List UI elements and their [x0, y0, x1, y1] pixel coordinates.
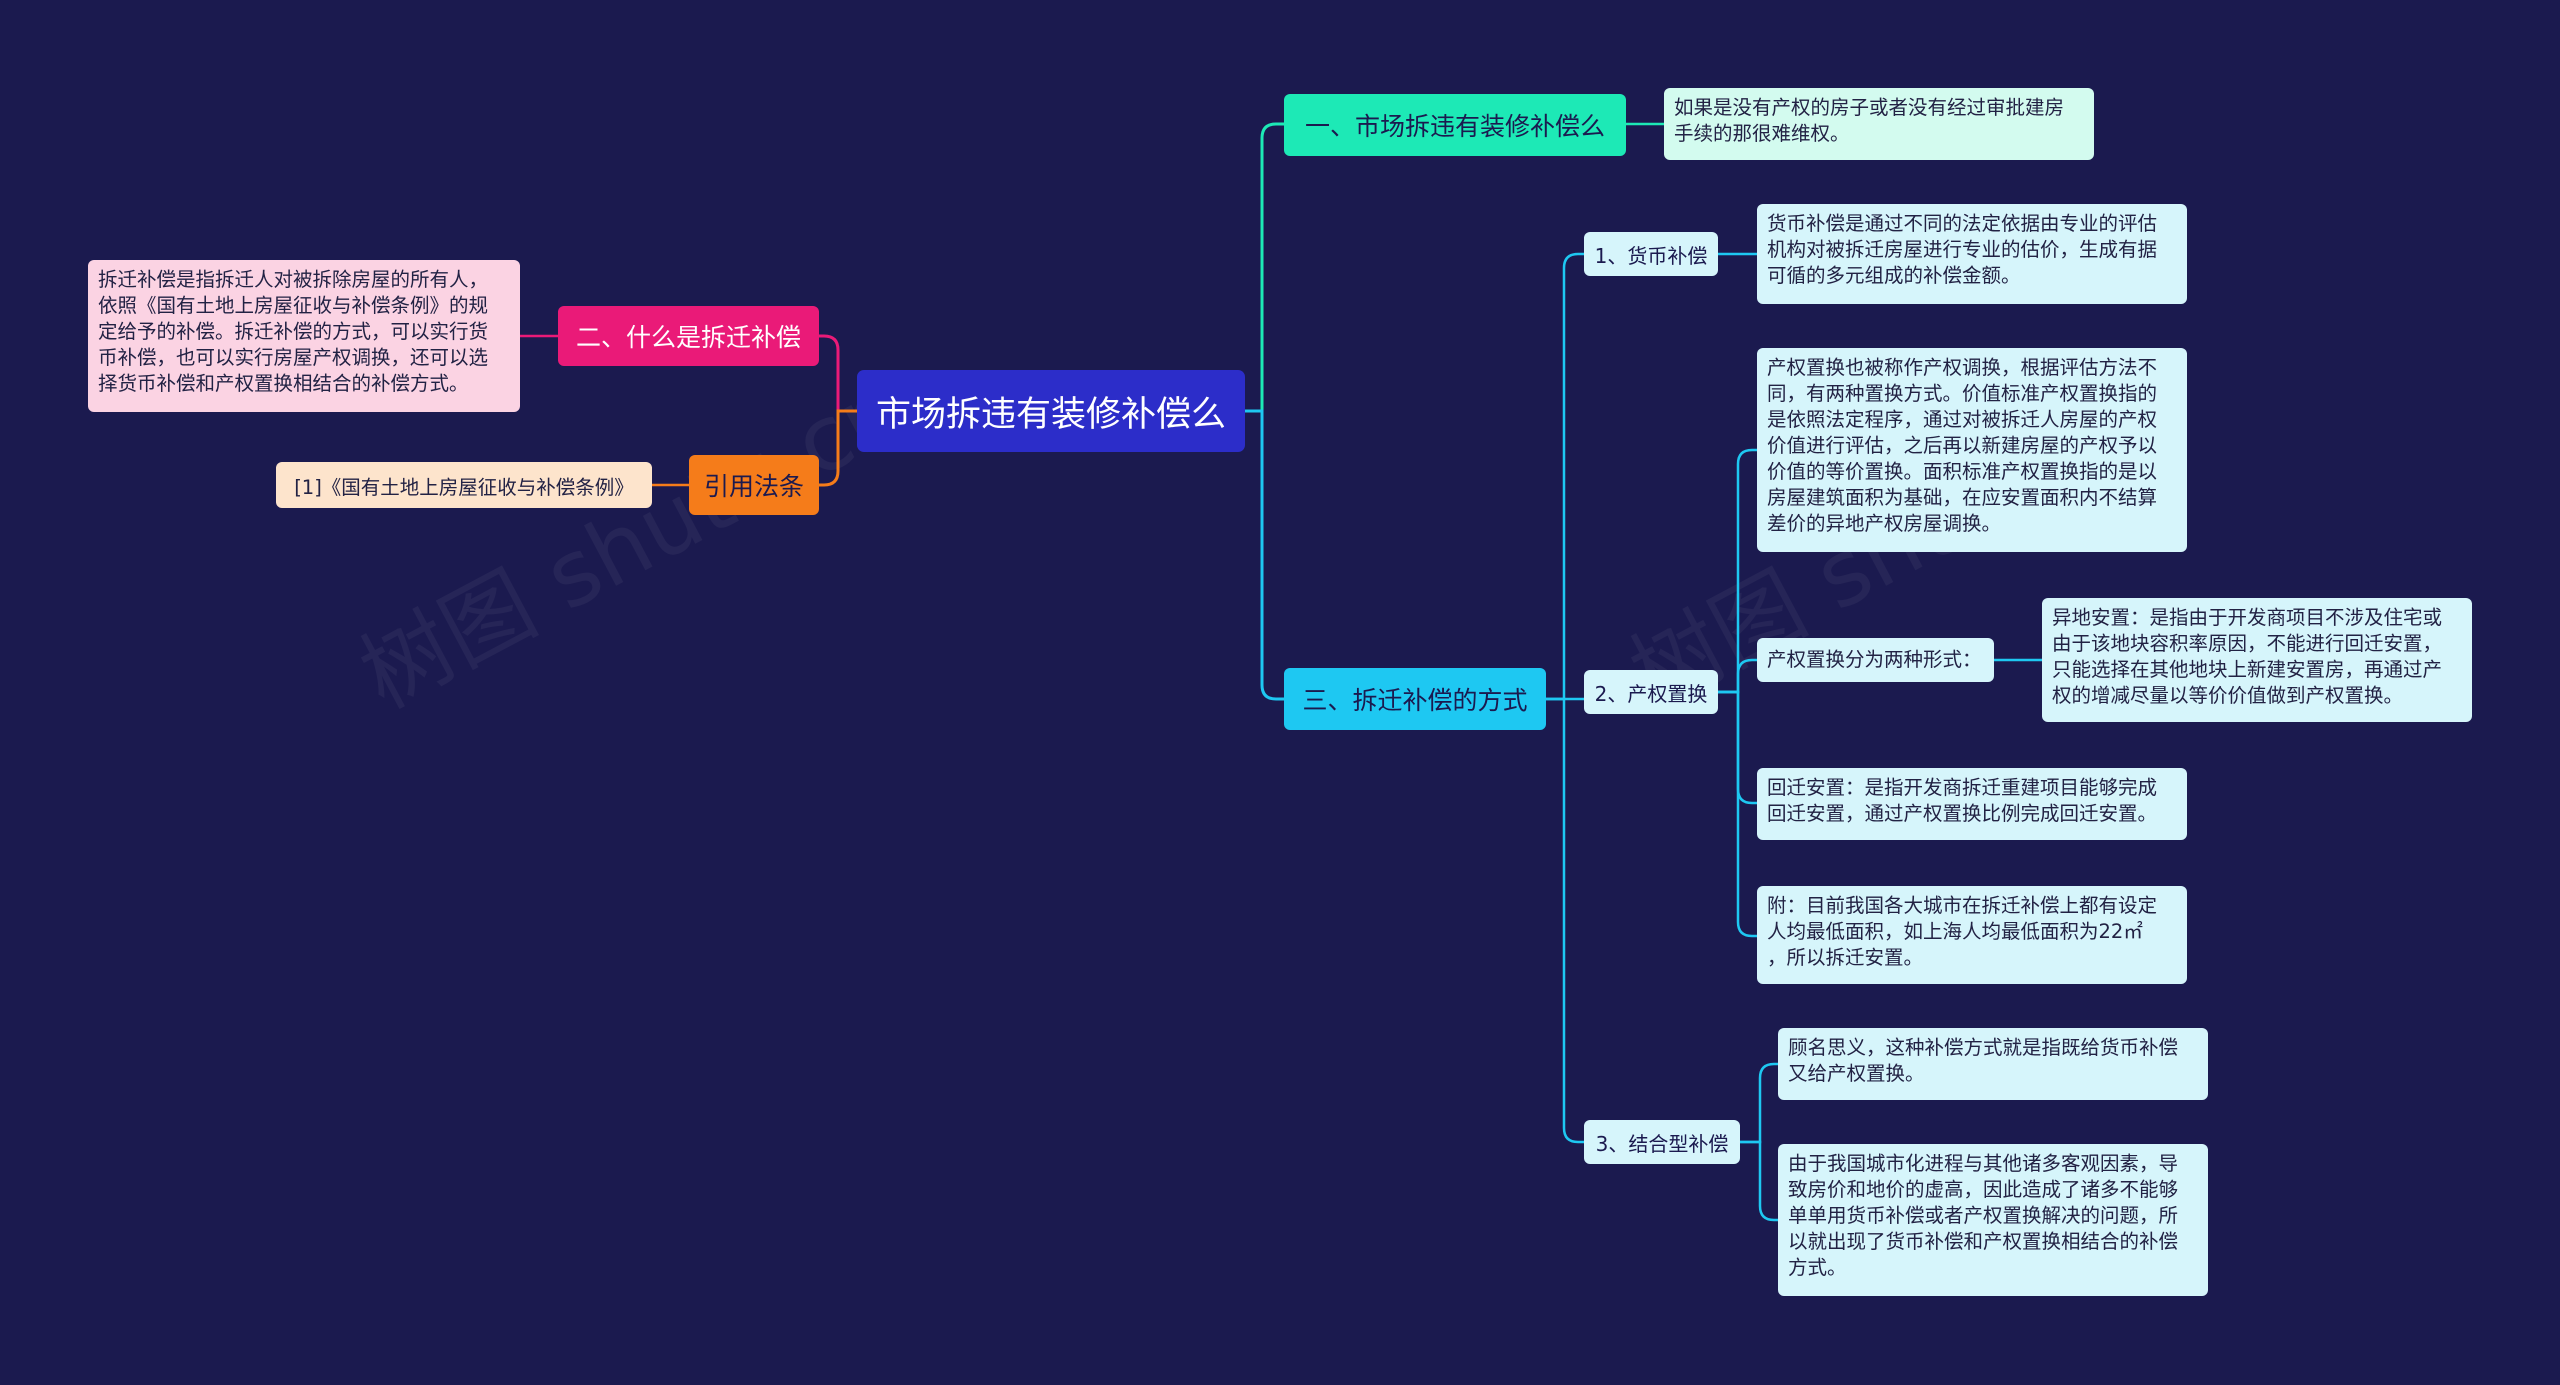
branch2-topic[interactable]: 二、什么是拆迁补偿 [558, 306, 819, 366]
connector-branch3-sub3 [1546, 697, 1584, 1144]
connector-sub2-note-a [1718, 448, 1757, 694]
reference-note[interactable]: [1]《国有土地上房屋征收与补偿条例》 [276, 462, 652, 508]
sub1-note[interactable]: 货币补偿是通过不同的法定依据由专业的评估 机构对被拆迁房屋进行专业的估价，生成有… [1757, 204, 2187, 304]
root-topic[interactable]: 市场拆违有装修补偿么 [857, 370, 1245, 452]
sub2-note-c[interactable]: 回迁安置：是指开发商拆迁重建项目能够完成 回迁安置，通过产权置换比例完成回迁安置… [1757, 768, 2187, 840]
branch1-topic[interactable]: 一、市场拆违有装修补偿么 [1284, 94, 1626, 156]
sub2-note-d[interactable]: 附：目前我国各大城市在拆迁补偿上都有设定 人均最低面积，如上海人均最低面积为22… [1757, 886, 2187, 984]
connector-sub3-note-b [1740, 1140, 1778, 1222]
connector-sub3-note-a [1740, 1062, 1778, 1144]
connector-root-branch1 [1245, 122, 1284, 413]
sub2-topic[interactable]: 2、产权置换 [1584, 670, 1718, 714]
connector-root-branch2 [819, 334, 857, 413]
connector-root-branch3 [1245, 409, 1284, 701]
connector-root-ref [819, 409, 857, 487]
branch3-topic[interactable]: 三、拆迁补偿的方式 [1284, 668, 1546, 730]
sub1-topic[interactable]: 1、货币补偿 [1584, 232, 1718, 276]
sub2-note-a[interactable]: 产权置换也被称作产权调换，根据评估方法不 同，有两种置换方式。价值标准产权置换指… [1757, 348, 2187, 552]
sub3-note-b[interactable]: 由于我国城市化进程与其他诸多客观因素，导 致房价和地价的虚高，因此造成了诸多不能… [1778, 1144, 2208, 1296]
connector-sub2-note-d [1718, 690, 1757, 938]
branch2-note[interactable]: 拆迁补偿是指拆迁人对被拆除房屋的所有人， 依照《国有土地上房屋征收与补偿条例》的… [88, 260, 520, 412]
branch1-note[interactable]: 如果是没有产权的房子或者没有经过审批建房 手续的那很难维权。 [1664, 88, 2094, 160]
sub2-forms-label[interactable]: 产权置换分为两种形式： [1757, 638, 1994, 682]
sub3-note-a[interactable]: 顾名思义，这种补偿方式就是指既给货币补偿 又给产权置换。 [1778, 1028, 2208, 1100]
reference-topic[interactable]: 引用法条 [689, 455, 819, 515]
connector-branch3-sub1 [1546, 252, 1584, 701]
sub2-forms-note[interactable]: 异地安置：是指由于开发商项目不涉及住宅或 由于该地块容积率原因，不能进行回迁安置… [2042, 598, 2472, 722]
sub3-topic[interactable]: 3、结合型补偿 [1584, 1120, 1740, 1164]
connector-sub2-forms [1718, 658, 1757, 694]
